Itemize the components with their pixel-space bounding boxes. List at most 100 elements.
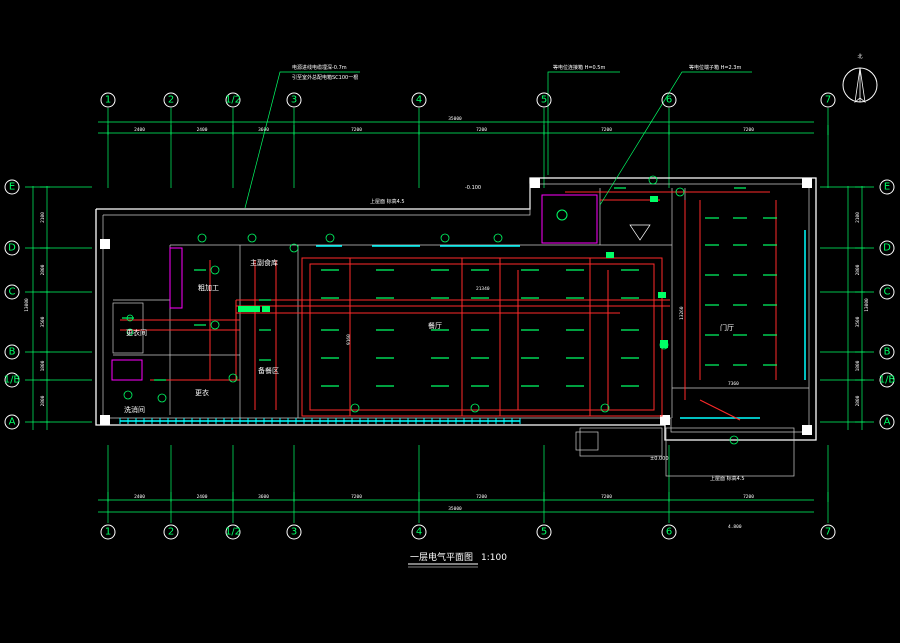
axis-column-top-7: 7 — [820, 92, 836, 108]
right-dim-4: 2800 — [855, 395, 861, 406]
note-equipotential-box: 等电位连接箱 H=0.5m — [553, 64, 605, 71]
right-dim-3: 1800 — [855, 360, 861, 371]
room-changing: 更衣间 — [126, 328, 147, 337]
axis-row-right-1: D — [879, 240, 895, 256]
north-arrow: 北 — [842, 53, 878, 103]
axis-column-bottom-4-label: 4 — [416, 527, 422, 538]
panel-67 — [660, 340, 668, 348]
axis-column-bottom-5: 5 — [536, 524, 552, 540]
axis-column-bottom-0-label: 1 — [105, 527, 111, 538]
axis-column-top-7-label: 7 — [825, 95, 831, 106]
axis-column-top-2: 1/2 — [225, 92, 241, 108]
axis-column-top-1: 2 — [163, 92, 179, 108]
top-dim-6: 7200 — [743, 127, 754, 133]
axis-row-left-1-label: D — [8, 243, 16, 254]
axis-row-left-0-label: E — [9, 182, 15, 193]
axis-row-right-4-label: 1/B — [879, 375, 896, 386]
building-walls — [95, 177, 817, 477]
axis-column-bottom-6-label: 6 — [666, 527, 672, 538]
elevation-bottom: ±0.000 — [650, 456, 669, 462]
axis-row-left-5: A — [4, 414, 20, 430]
axis-column-bottom-1: 2 — [163, 524, 179, 540]
bottom-dim-5: 7200 — [601, 494, 612, 500]
top-total-dim: 35000 — [448, 116, 462, 122]
top-dim-1: 2400 — [197, 127, 208, 133]
axis-column-top-0-label: 1 — [105, 95, 111, 106]
note-leaders — [244, 71, 752, 209]
right-total-dim: 13000 — [864, 298, 870, 312]
north-label: 北 — [857, 53, 862, 60]
equipment-room — [541, 194, 651, 244]
axis-column-bottom-7: 7 — [820, 524, 836, 540]
bottom-total-dim: 35000 — [448, 506, 462, 512]
note-cable-route: 引至室外总配电箱SC100一根 — [292, 74, 358, 81]
room-dining: 餐厅 — [428, 321, 442, 330]
bottom-dimension-chain: 35000 2400 2400 3600 7200 7200 7200 7200 — [98, 492, 829, 513]
left-dim-3: 1800 — [40, 360, 46, 371]
axis-row-right-0: E — [879, 179, 895, 195]
axis-column-top-5-label: 5 — [541, 95, 547, 106]
axis-row-left-1: D — [4, 240, 20, 256]
bottom-dim-3: 7200 — [351, 494, 362, 500]
axis-row-right-2: C — [879, 284, 895, 300]
room-wash: 洗消间 — [124, 405, 145, 414]
vertical-axis-lines — [107, 108, 829, 523]
axis-row-right-5: A — [879, 414, 895, 430]
bottom-dim-1: 2400 — [197, 494, 208, 500]
panel-66 — [658, 292, 666, 298]
interior-dim-d: 9160 — [346, 334, 352, 345]
right-dim-1: 2800 — [855, 264, 861, 275]
room-serving: 更衣 — [195, 388, 209, 397]
axis-row-right-3: B — [879, 344, 895, 360]
bottom-dim-4: 7200 — [476, 494, 487, 500]
axis-row-right-0-label: E — [884, 182, 890, 193]
axis-row-right-1-label: D — [883, 243, 891, 254]
drawing-scale: 1:100 — [481, 553, 507, 563]
axis-column-top-4: 4 — [411, 92, 427, 108]
elevation-top: -0.100 — [465, 185, 481, 191]
bottom-dim-6: 7200 — [743, 494, 754, 500]
room-kitchen: 粗加工 — [198, 283, 219, 292]
top-dim-4: 7200 — [476, 127, 487, 133]
axis-row-left-4: 1/B — [4, 372, 21, 388]
left-dim-0: 2100 — [40, 212, 46, 223]
right-dim-2: 3500 — [855, 316, 861, 327]
interior-dim-a: 21340 — [476, 286, 490, 292]
axis-column-top-4-label: 4 — [416, 95, 422, 106]
axis-row-right-4: 1/B — [879, 372, 896, 388]
axis-column-bottom-6: 6 — [661, 524, 677, 540]
axis-column-top-5: 5 — [536, 92, 552, 108]
axis-column-top-6: 6 — [661, 92, 677, 108]
axis-row-left-2: C — [4, 284, 20, 300]
note-equipotential-terminal: 等电位端子箱 H=2.3m — [689, 64, 741, 71]
interior-dim-c: 13260 — [679, 306, 685, 320]
panel-62 — [238, 306, 260, 312]
axis-column-top-3-label: 3 — [291, 95, 297, 106]
drawing-title-text: 一层电气平面图 — [410, 551, 473, 563]
room-prep: 备餐区 — [258, 366, 279, 375]
axis-row-right-3-label: B — [884, 347, 891, 358]
left-dim-1: 2800 — [40, 264, 46, 275]
right-dim-0: 2100 — [855, 212, 861, 223]
axis-column-bottom-7-label: 7 — [825, 527, 831, 538]
axis-column-top-0: 1 — [100, 92, 116, 108]
top-dim-3: 7200 — [351, 127, 362, 133]
bottom-dim-0: 2400 — [134, 494, 145, 500]
note-top-roof: 上屋面 标高4.5 — [370, 198, 405, 205]
axis-column-bottom-1-label: 2 — [168, 527, 174, 538]
axis-column-bottom-3: 3 — [286, 524, 302, 540]
panel-65 — [606, 252, 614, 258]
bottom-dim-2: 3600 — [258, 494, 269, 500]
right-dimension-chain: 13000 2100 2800 3500 1800 2800 — [847, 186, 870, 430]
axis-row-left-5-label: A — [9, 417, 16, 428]
axis-column-bottom-3-label: 3 — [291, 527, 297, 538]
axis-row-left-4-label: 1/B — [4, 375, 21, 386]
left-dim-4: 2800 — [40, 395, 46, 406]
axis-row-right-2-label: C — [884, 287, 891, 298]
axis-column-bottom-4: 4 — [411, 524, 427, 540]
note-bottom-roof: 上屋面 标高4.5 — [710, 475, 745, 482]
left-total-dim: 13000 — [24, 298, 30, 312]
